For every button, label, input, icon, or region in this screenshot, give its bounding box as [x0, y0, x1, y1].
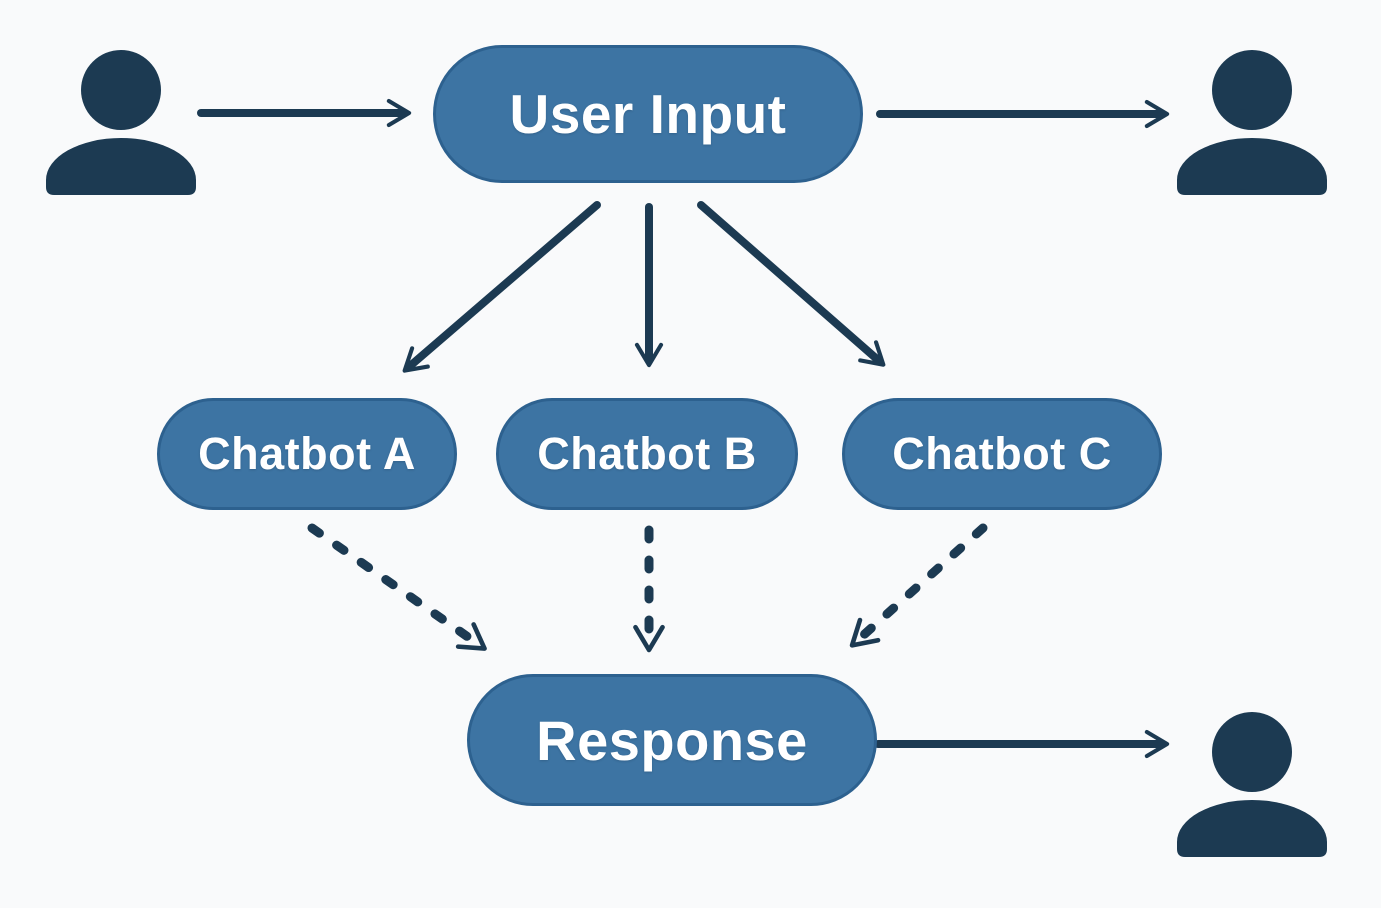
dashed-arrow-chatbot-c-to-response: [849, 523, 988, 648]
node-response: Response: [467, 674, 877, 806]
arrow-userinput-to-chatbot-a: [402, 201, 601, 373]
person-icon: [1177, 712, 1327, 857]
arrow-userinput-to-chatbot-c: [697, 201, 886, 367]
person-icon: [46, 50, 196, 195]
dashed-arrow-chatbot-a-to-response: [307, 523, 487, 651]
person-icon: [1177, 50, 1327, 195]
node-user-input: User Input: [433, 45, 863, 183]
node-chatbot-c: Chatbot C: [842, 398, 1162, 510]
node-chatbot-b: Chatbot B: [496, 398, 798, 510]
node-chatbot-a: Chatbot A: [157, 398, 457, 510]
